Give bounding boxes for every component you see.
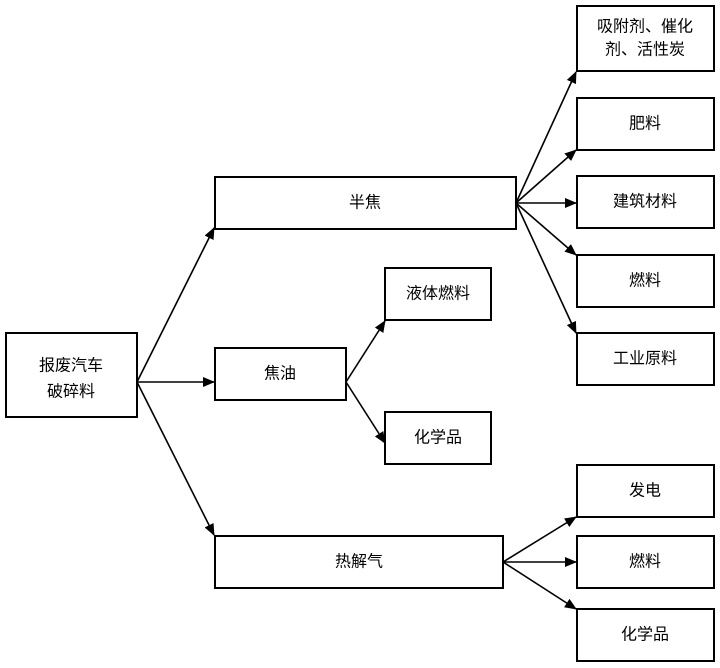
node-source-line1: 报废汽车 bbox=[39, 356, 103, 375]
node-building-material-label: 建筑材料 bbox=[613, 192, 677, 211]
edge-tar-liquid-fuel bbox=[345, 320, 386, 383]
edge-semi-coke-fuel bbox=[515, 202, 577, 256]
node-pyrolysis-gas-label: 热解气 bbox=[335, 552, 383, 571]
edge-semi-coke-fertilizer bbox=[515, 149, 577, 204]
node-liquid-fuel: 液体燃料 bbox=[384, 267, 492, 321]
node-building-material: 建筑材料 bbox=[576, 175, 715, 229]
node-power: 发电 bbox=[576, 464, 715, 518]
edge-source-semi-coke bbox=[136, 227, 215, 383]
node-source-line2: 破碎料 bbox=[47, 382, 95, 401]
edge-gas-chemicals bbox=[502, 561, 577, 610]
node-chemicals-gas-label: 化学品 bbox=[621, 625, 669, 644]
edge-semi-coke-adsorbent bbox=[515, 71, 577, 204]
node-pyrolysis-gas: 热解气 bbox=[214, 535, 504, 589]
edge-gas-power bbox=[502, 516, 577, 563]
node-adsorbent-line2: 剂、活性炭 bbox=[605, 40, 685, 59]
node-adsorbent-line1: 吸附剂、催化 bbox=[597, 17, 693, 36]
edges bbox=[136, 71, 577, 610]
node-fuel-coke: 燃料 bbox=[576, 254, 715, 308]
node-fuel-coke-label: 燃料 bbox=[629, 271, 661, 290]
node-semi-coke-label: 半焦 bbox=[349, 193, 381, 212]
node-adsorbent: 吸附剂、催化 剂、活性炭 bbox=[576, 5, 715, 72]
node-liquid-fuel-label: 液体燃料 bbox=[406, 284, 470, 303]
node-fertilizer: 肥料 bbox=[576, 97, 715, 151]
node-fertilizer-label: 肥料 bbox=[629, 114, 661, 133]
node-fuel-gas: 燃料 bbox=[576, 535, 715, 589]
node-fuel-gas-label: 燃料 bbox=[629, 552, 661, 571]
node-chemicals-tar: 化学品 bbox=[384, 411, 492, 465]
node-tar: 焦油 bbox=[214, 347, 347, 401]
node-chemicals-tar-label: 化学品 bbox=[414, 428, 462, 447]
node-chemicals-gas: 化学品 bbox=[576, 608, 715, 662]
node-semi-coke: 半焦 bbox=[214, 176, 517, 230]
node-tar-label: 焦油 bbox=[264, 364, 296, 383]
node-source: 报废汽车 破碎料 bbox=[5, 332, 138, 418]
node-power-label: 发电 bbox=[629, 481, 661, 500]
edge-semi-coke-industrial-material bbox=[515, 202, 577, 334]
node-industrial-material: 工业原料 bbox=[576, 332, 715, 386]
edge-source-pyrolysis-gas bbox=[136, 381, 215, 536]
edge-tar-chemicals bbox=[345, 381, 386, 444]
node-industrial-material-label: 工业原料 bbox=[613, 349, 677, 368]
